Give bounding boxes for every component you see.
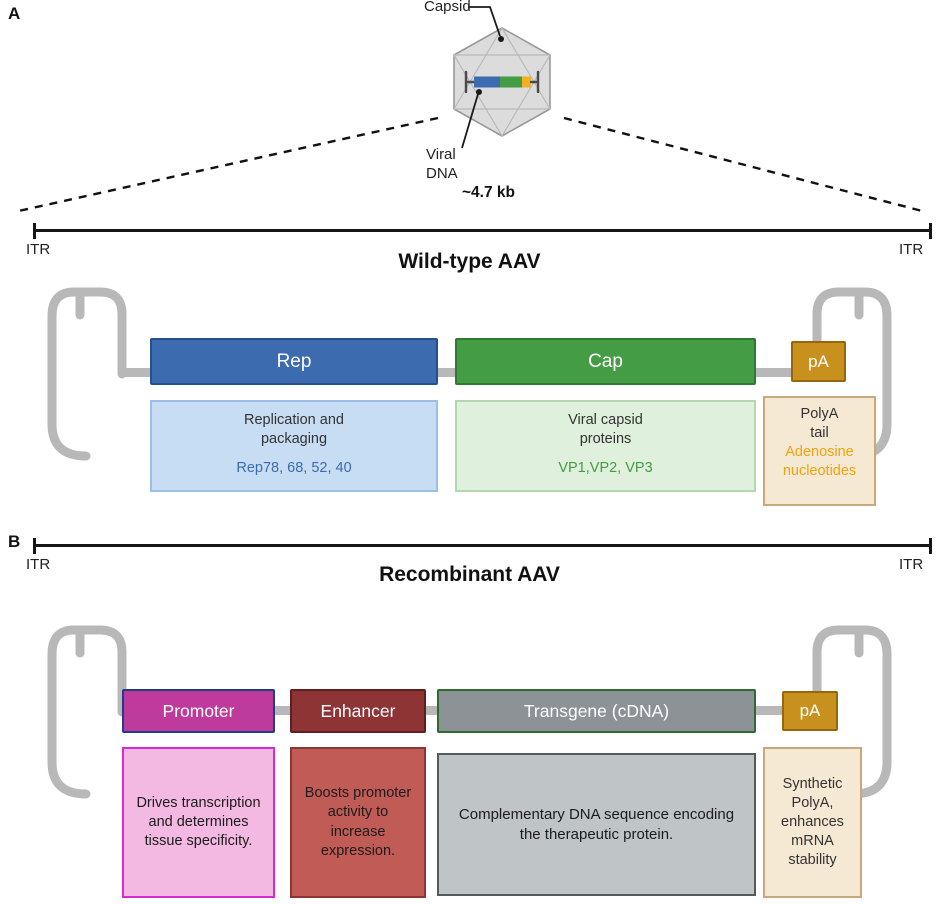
note-promoter-text: Drives transcription and determines tiss… [136, 794, 261, 850]
genome-size-label: ~4.7 kb [462, 184, 515, 201]
note-pa-detail: Adenosine nucleotides [782, 444, 857, 480]
gene-label-enhancer: Enhancer [320, 700, 396, 721]
note-pa-title: PolyA tail [800, 406, 839, 442]
itr-hairpin-right-b [812, 625, 892, 799]
dashed-line-left [13, 116, 439, 214]
itr-label-left-b: ITR [26, 556, 51, 573]
note-box-cap: Viral capsid proteins VP1,VP2, VP3 [455, 400, 756, 492]
gene-box-rep: Rep [150, 338, 438, 385]
note-box-rep: Replication and packaging Rep78, 68, 52,… [150, 400, 438, 492]
note-box-enhancer: Boosts promoter activity to increase exp… [290, 747, 426, 898]
itr-hairpin-left-a [47, 287, 127, 461]
viral-dna-icon [464, 70, 540, 94]
gene-label-pa-a: pA [808, 351, 829, 371]
gene-box-enhancer: Enhancer [290, 689, 426, 733]
note-box-pa-b: Synthetic PolyA, enhances mRNA stability [763, 747, 862, 898]
note-cap-detail: VP1,VP2, VP3 [558, 459, 653, 476]
note-box-pa-a: PolyA tail Adenosine nucleotides [763, 396, 876, 506]
gene-box-pa-b: pA [782, 691, 838, 731]
gene-label-transgene: Transgene (cDNA) [523, 700, 670, 721]
note-enhancer-text: Boosts promoter activity to increase exp… [304, 785, 412, 859]
note-cap-title: Viral capsid proteins [568, 412, 643, 448]
note-box-transgene: Complementary DNA sequence encoding the … [437, 753, 756, 896]
itr-label-left-a: ITR [26, 241, 51, 258]
itr-hairpin-right-a [812, 287, 892, 461]
capsid-label: Capsid [424, 0, 471, 15]
capsid-icon [452, 26, 552, 138]
gene-box-transgene: Transgene (cDNA) [437, 689, 756, 733]
dashed-line-right [563, 116, 927, 214]
note-rep-detail: Rep78, 68, 52, 40 [236, 459, 352, 476]
span-bracket-a [33, 223, 932, 239]
itr-hairpin-left-b [47, 625, 127, 799]
panel-a-title: Wild-type AAV [398, 250, 541, 273]
span-bracket-b [33, 538, 932, 554]
gene-box-promoter: Promoter [122, 689, 275, 733]
note-pa-b-text: Synthetic PolyA, enhances mRNA stability [781, 775, 844, 869]
gene-label-rep: Rep [276, 350, 312, 372]
viral-dna-label: Viral DNA [426, 146, 458, 182]
panel-b-label: B [8, 532, 21, 551]
gene-label-promoter: Promoter [162, 700, 235, 721]
note-transgene-text: Complementary DNA sequence encoding the … [458, 805, 735, 843]
gene-box-pa-a: pA [791, 341, 846, 382]
gene-label-cap: Cap [588, 350, 623, 372]
gene-label-pa-b: pA [799, 701, 821, 720]
itr-label-right-a: ITR [899, 241, 924, 258]
note-rep-title: Replication and packaging [244, 412, 344, 448]
panel-a-label: A [8, 4, 21, 23]
gene-box-cap: Cap [455, 338, 756, 385]
panel-b-title: Recombinant AAV [379, 563, 560, 586]
note-box-promoter: Drives transcription and determines tiss… [122, 747, 275, 898]
itr-label-right-b: ITR [899, 556, 924, 573]
